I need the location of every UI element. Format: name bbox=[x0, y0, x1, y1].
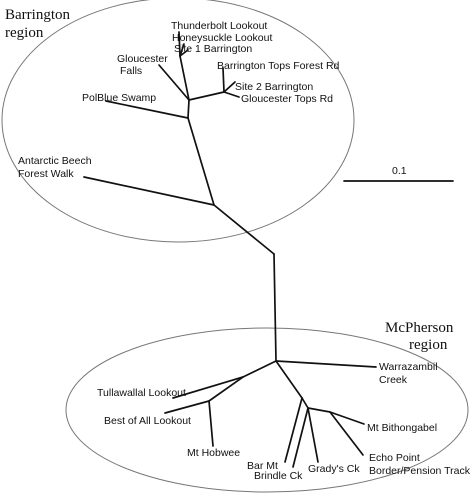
branch-brindle bbox=[292, 407, 309, 468]
branch-gloucester-falls bbox=[158, 64, 190, 101]
leaf-label-mt-hobwee-text: Mt Hobwee bbox=[187, 447, 240, 459]
tree-branches bbox=[83, 31, 377, 468]
branch-site2-internal bbox=[188, 91, 225, 101]
leaf-label-gloucester-falls-line1: Gloucester bbox=[117, 53, 168, 65]
barrington-region-ellipse bbox=[1, 0, 355, 243]
leaf-label-site1-text: Site 1 Barrington bbox=[174, 43, 252, 55]
leaf-label-antarctic: Antarctic Beech Forest Walk bbox=[18, 155, 94, 180]
leaf-label-tullawallal: Tullawallal Lookout bbox=[97, 387, 186, 399]
leaf-label-barrington-tops: Barrington Tops Forest Rd bbox=[217, 60, 340, 72]
branch-best-of-all bbox=[164, 400, 210, 414]
mcpherson-region-label-line2: region bbox=[409, 337, 448, 353]
leaf-label-echo-point-line2: Border/Pension Track bbox=[369, 465, 471, 477]
leaf-label-mt-bithongabel-text: Mt Bithongabel bbox=[367, 422, 437, 434]
leaf-label-site2: Site 2 Barrington bbox=[235, 81, 313, 93]
leaf-label-antarctic-line1: Antarctic Beech bbox=[18, 155, 92, 167]
leaf-label-honeysuckle: Honeysuckle Lookout bbox=[172, 32, 272, 44]
branch-polblue bbox=[105, 100, 189, 119]
leaf-label-polblue-text: PolBlue Swamp bbox=[82, 92, 156, 104]
branch-trunk-upper bbox=[213, 204, 275, 255]
barrington-region-label-line2: region bbox=[5, 25, 44, 41]
branch-barrington-tops bbox=[222, 67, 225, 93]
leaf-label-antarctic-line2: Forest Walk bbox=[18, 168, 74, 180]
leaf-label-echo-point: Echo Point Border/Pension Track bbox=[369, 452, 471, 477]
leaf-label-gradys-text: Grady's Ck bbox=[308, 463, 360, 475]
leaf-label-thunderbolt: Thunderbolt Lookout bbox=[171, 20, 267, 32]
scale-bar-label: 0.1 bbox=[392, 165, 407, 177]
mcpherson-region-label-line1: McPherson bbox=[385, 320, 454, 336]
branch-hobwee-internal bbox=[208, 376, 244, 402]
leaf-label-mt-bithongabel: Mt Bithongabel bbox=[367, 422, 437, 434]
leaf-label-tullawallal-text: Tullawallal Lookout bbox=[97, 387, 186, 399]
branch-warrazambil bbox=[275, 360, 377, 368]
leaf-label-best-of-all-text: Best of All Lookout bbox=[104, 415, 191, 427]
branch-bithongabel-internal bbox=[307, 407, 331, 413]
branch-site2 bbox=[223, 81, 236, 93]
branch-trunk-lower bbox=[273, 253, 277, 362]
leaf-label-honeysuckle-text: Honeysuckle Lookout bbox=[172, 32, 272, 44]
branch-mcpherson-right bbox=[275, 360, 303, 399]
branch-right-internal bbox=[301, 397, 309, 409]
leaf-label-gloucester-tops-text: Gloucester Tops Rd bbox=[241, 93, 333, 105]
leaf-label-warrazambil-line2: Creek bbox=[379, 374, 408, 386]
leaf-label-gradys: Grady's Ck bbox=[308, 463, 360, 475]
leaf-label-warrazambil: Warrazambil Creek bbox=[379, 361, 440, 386]
barrington-region-label-line1: Barrington bbox=[5, 7, 70, 23]
leaf-label-thunderbolt-text: Thunderbolt Lookout bbox=[171, 20, 267, 32]
leaf-label-polblue: PolBlue Swamp bbox=[82, 92, 156, 104]
leaf-label-gloucester-tops: Gloucester Tops Rd bbox=[241, 93, 333, 105]
branch-bar-mt bbox=[284, 397, 303, 463]
barrington-region-label: Barrington region bbox=[5, 7, 74, 41]
leaf-label-best-of-all: Best of All Lookout bbox=[104, 415, 191, 427]
branch-thunderbolt bbox=[178, 31, 181, 57]
leaf-label-gloucester-falls: Gloucester Falls bbox=[117, 53, 171, 77]
branch-site1 bbox=[179, 49, 189, 57]
branch-upper-internal bbox=[187, 99, 190, 119]
branch-mt-hobwee bbox=[208, 400, 214, 447]
branch-mcpherson-left bbox=[242, 360, 277, 378]
leaf-label-mt-hobwee: Mt Hobwee bbox=[187, 447, 240, 459]
scale-bar: 0.1 bbox=[343, 165, 454, 182]
leaf-label-barrington-tops-text: Barrington Tops Forest Rd bbox=[217, 60, 340, 72]
leaf-label-gloucester-falls-line2: Falls bbox=[120, 65, 142, 77]
leaf-label-bar-mt: Bar Mt bbox=[247, 460, 278, 472]
branch-gradys bbox=[307, 407, 319, 463]
branch-gloucester-tops bbox=[223, 91, 240, 98]
leaf-label-echo-point-line1: Echo Point bbox=[369, 452, 420, 464]
leaf-label-site2-text: Site 2 Barrington bbox=[235, 81, 313, 93]
leaf-label-brindle-text: Brindle Ck bbox=[254, 470, 303, 482]
leaf-label-site1: Site 1 Barrington bbox=[174, 43, 252, 55]
mcpherson-region-ellipse bbox=[65, 327, 469, 493]
branch-antarctic bbox=[83, 176, 215, 206]
branch-barrington-internal bbox=[187, 117, 215, 206]
branch-honeysuckle bbox=[179, 43, 185, 57]
leaf-label-bar-mt-text: Bar Mt bbox=[247, 460, 278, 472]
leaf-label-warrazambil-line1: Warrazambil bbox=[379, 361, 438, 373]
branch-echo-point bbox=[329, 411, 364, 456]
mcpherson-region-label: McPherson region bbox=[385, 320, 457, 353]
branch-top-cluster bbox=[179, 55, 190, 101]
leaf-label-brindle: Brindle Ck bbox=[254, 470, 303, 482]
branch-mt-bithongabel bbox=[329, 411, 365, 425]
branch-tullawallal bbox=[172, 376, 244, 399]
